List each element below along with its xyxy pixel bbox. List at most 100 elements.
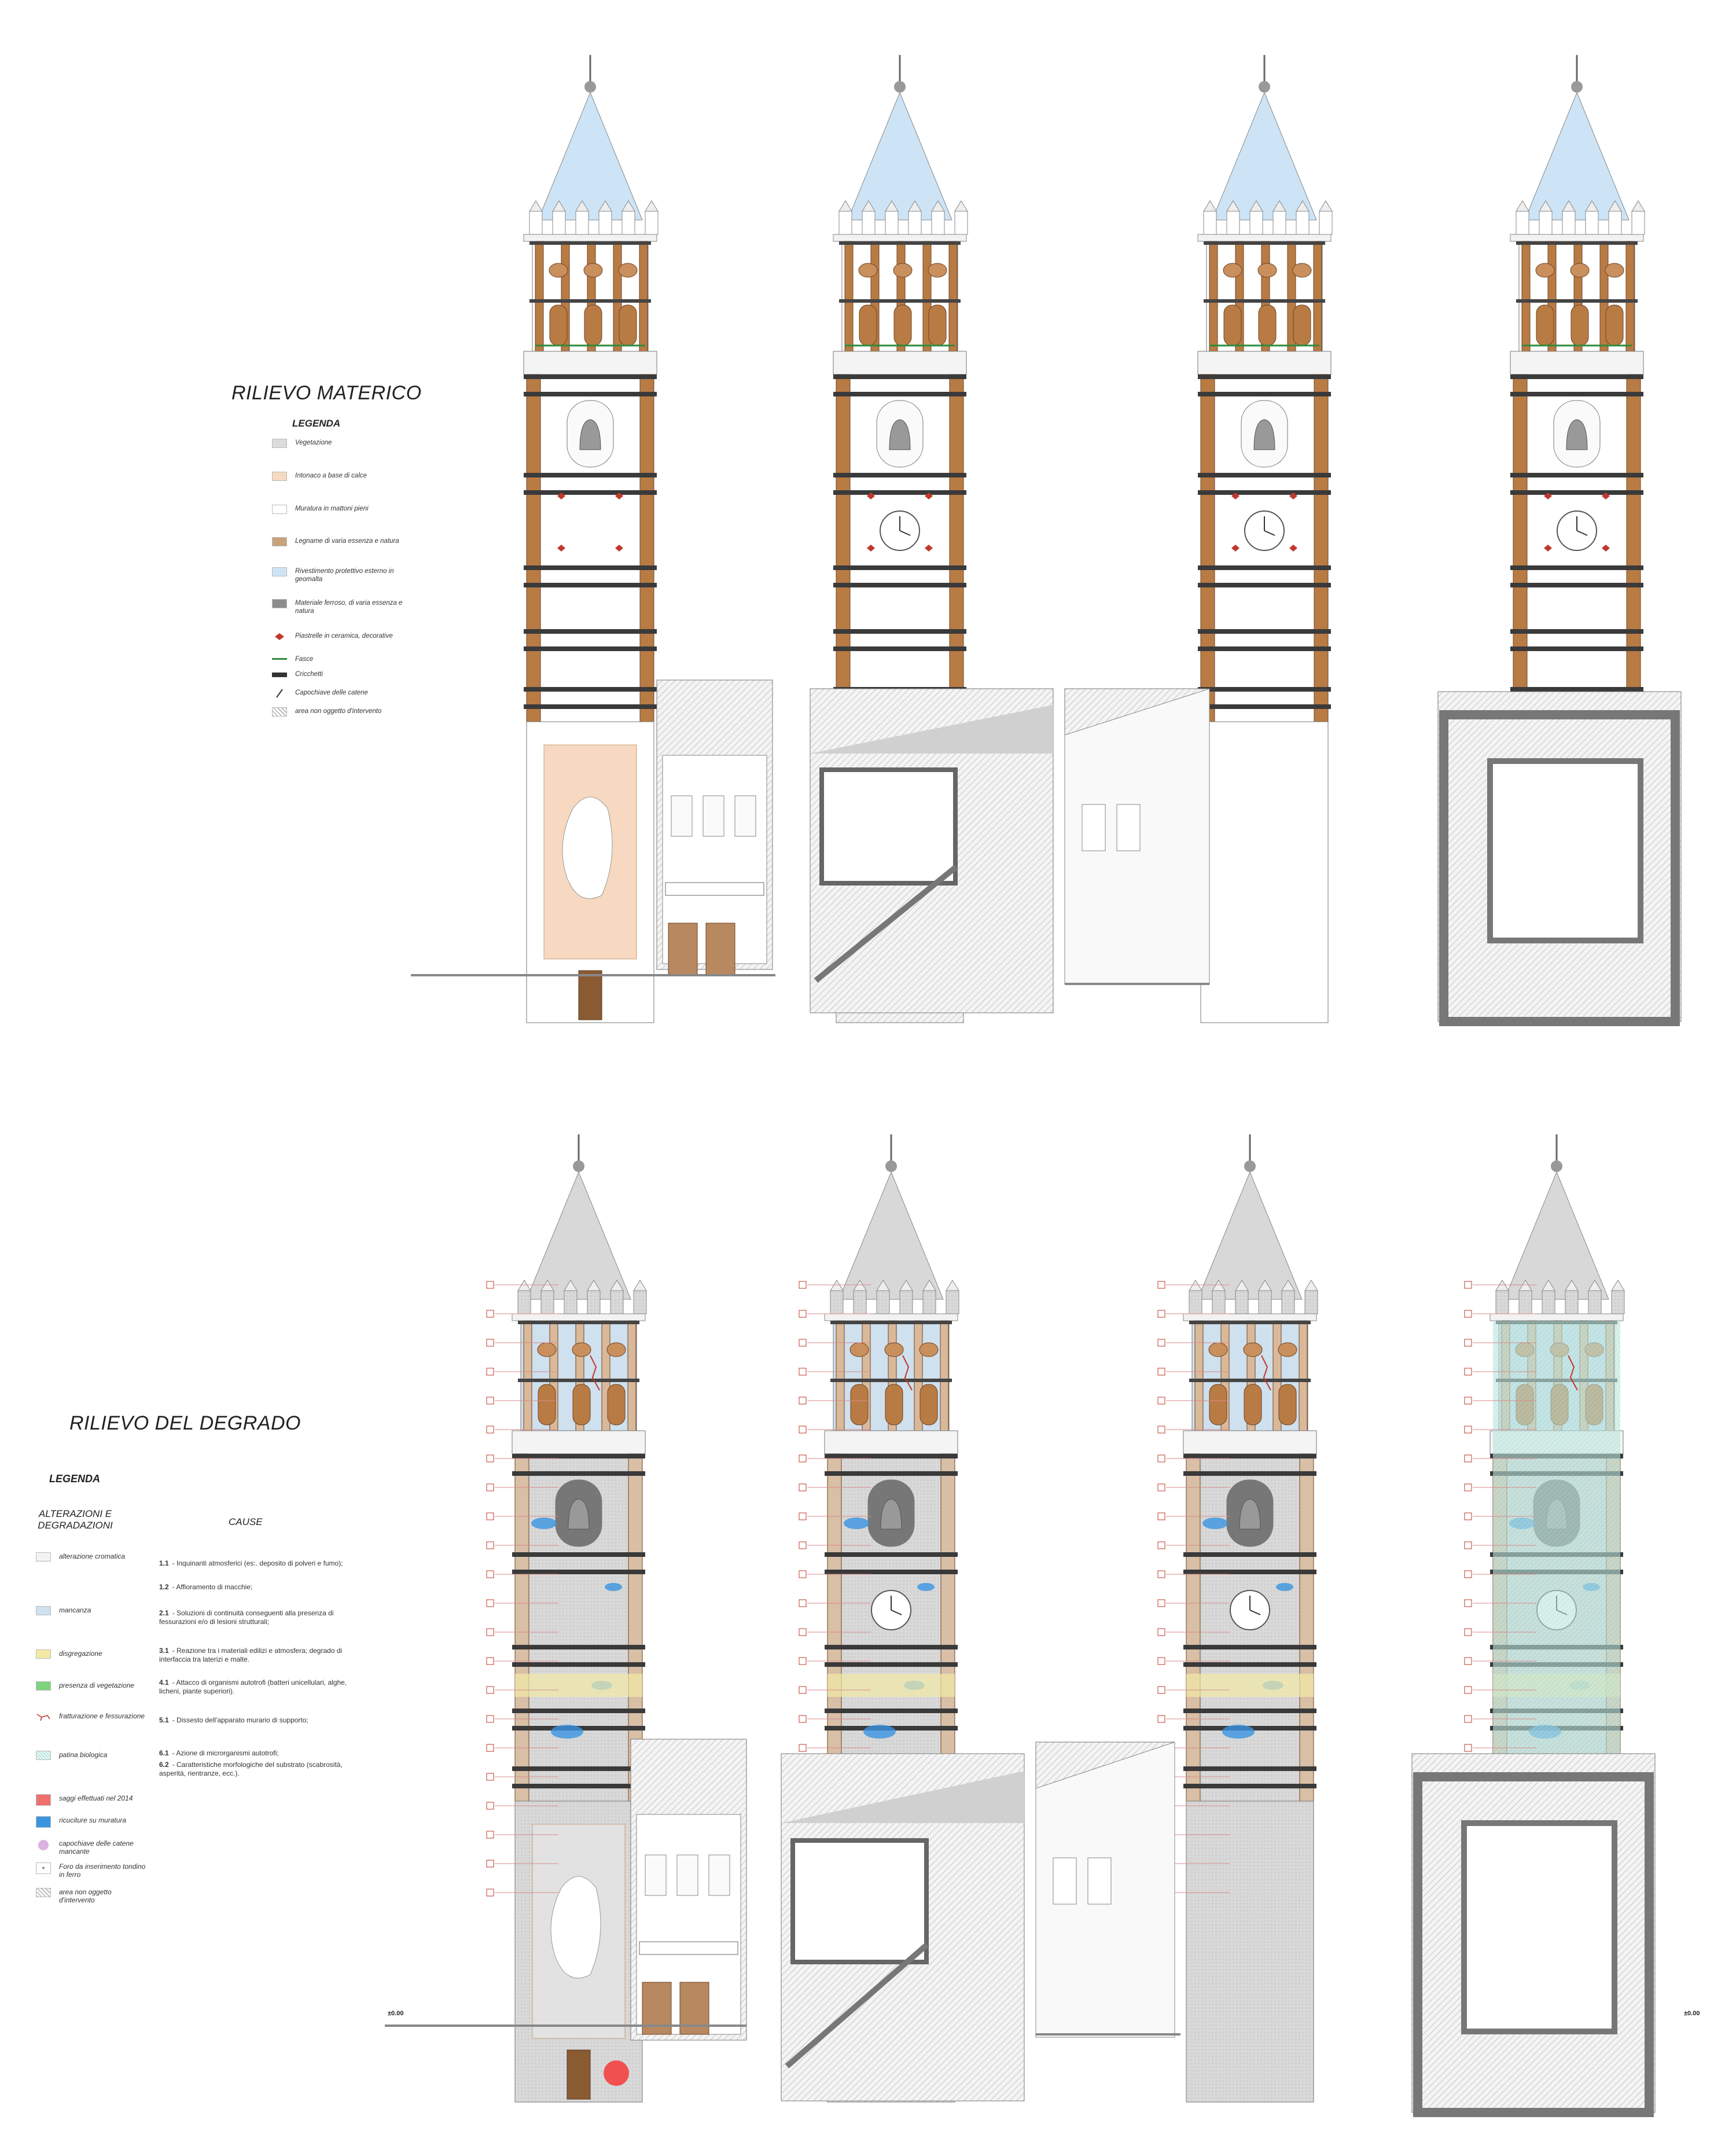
pinnacle [633,1290,647,1314]
hole-icon: + [36,1862,51,1874]
oculus [849,1342,869,1357]
annotation-tag [799,1339,807,1347]
section-room [819,767,958,886]
annotation-tag [1157,1281,1165,1289]
spire-cone [1197,1171,1303,1300]
window [703,795,724,837]
spire-cone [526,1171,631,1300]
timber-post [535,241,544,352]
pinnacle [1562,211,1576,235]
pinnacle [1542,1290,1555,1314]
arched-window [1293,304,1311,346]
materico-annex-wall [1064,688,1210,984]
iron-band [1183,1709,1316,1713]
pinnacle [564,1290,578,1314]
legend-item-intonaco: Intonaco a base di calce [272,472,367,481]
pinnacle [587,1290,601,1314]
crack-mark [902,1355,913,1391]
degrado-title: RILIEVO DEL DEGRADO [69,1412,301,1434]
timber-post [1313,241,1322,352]
window [1082,804,1106,851]
legend-swatch [272,567,287,576]
plaster-loss [550,1876,601,1979]
tile-icon [272,632,287,641]
pinnacle [1304,1290,1318,1314]
annotation-tag [1464,1281,1472,1289]
timber-post [836,1320,845,1431]
pinnacle [1565,1290,1579,1314]
iron-band [825,1645,958,1649]
door [705,923,735,976]
ceramic-tile [1544,545,1552,552]
pinnacle [1258,1290,1272,1314]
annotation-tag [486,1397,494,1405]
iron-band [512,1662,645,1667]
annotation-tag [486,1570,494,1578]
iron-band [1510,687,1643,692]
iron-band [833,565,966,570]
annotation-tag [486,1831,494,1839]
iron-band [1183,1570,1316,1574]
annotation-tag [1157,1570,1165,1578]
tower-base [1200,721,1329,1023]
iron-band [833,583,966,587]
degrado-annex-wall [1035,1741,1175,2038]
iron-band [833,473,966,477]
bell-icon [568,1498,590,1530]
legend-swatch [36,1794,51,1806]
annotation-tag [486,1715,494,1723]
materico-tower-elevation-3 [1197,55,1333,1023]
door [668,923,698,976]
oculus [618,263,638,278]
pinnacle [1296,211,1310,235]
repair-patch [917,1583,935,1591]
iron-band [833,646,966,651]
timber-post [844,241,854,352]
corner-pilaster [1200,374,1215,722]
arched-window [584,304,602,346]
oculus [572,1342,591,1357]
ceramic-tile [1231,545,1240,552]
legend-swatch [36,1681,51,1691]
alt-item-alterazione-cromatica: alterazione cromatica [36,1552,125,1562]
pinnacle [922,1290,936,1314]
corner-pilaster [940,1453,955,1802]
iron-band [512,1709,645,1713]
timber-post [639,241,648,352]
spire-cone [538,91,643,221]
cornice [824,1430,958,1454]
pinnacle [1608,211,1622,235]
annotation-tag [1464,1339,1472,1347]
annotation-tag [486,1339,494,1347]
annotation-tag [1157,1541,1165,1549]
iron-band [1183,1766,1316,1771]
iron-band [1198,490,1331,495]
annotation-tag [1464,1744,1472,1752]
arched-window [1278,1384,1297,1425]
annotation-tag [1464,1454,1472,1463]
spire-cone [1212,91,1317,221]
corner-pilaster [639,374,654,722]
level-label-right: ±0.00 [1684,2010,1700,2017]
annotation-tag [1157,1628,1165,1636]
timber-post [948,241,958,352]
annotation-tag [1157,1657,1165,1665]
arched-window [1605,304,1624,346]
iron-band [524,583,657,587]
annotation-tag [486,1483,494,1491]
timber-post [627,1320,637,1431]
alterazioni-header: ALTERAZIONI E DEGRADAZIONI [38,1508,113,1531]
pinnacle [1281,1290,1295,1314]
oculus [919,1342,939,1357]
legend-swatch [272,472,287,481]
pinnacle [610,1290,624,1314]
annotation-tag [486,1512,494,1520]
iron-band [1183,1471,1316,1476]
alt-item-patina: patina biologica [36,1751,107,1760]
test-sample-mark [604,2060,629,2086]
ceramic-tile [867,493,875,499]
annotation-tag [1157,1512,1165,1520]
timber-post [940,1320,949,1431]
balcony-railing [639,1941,738,1955]
ceramic-tile [557,493,565,499]
